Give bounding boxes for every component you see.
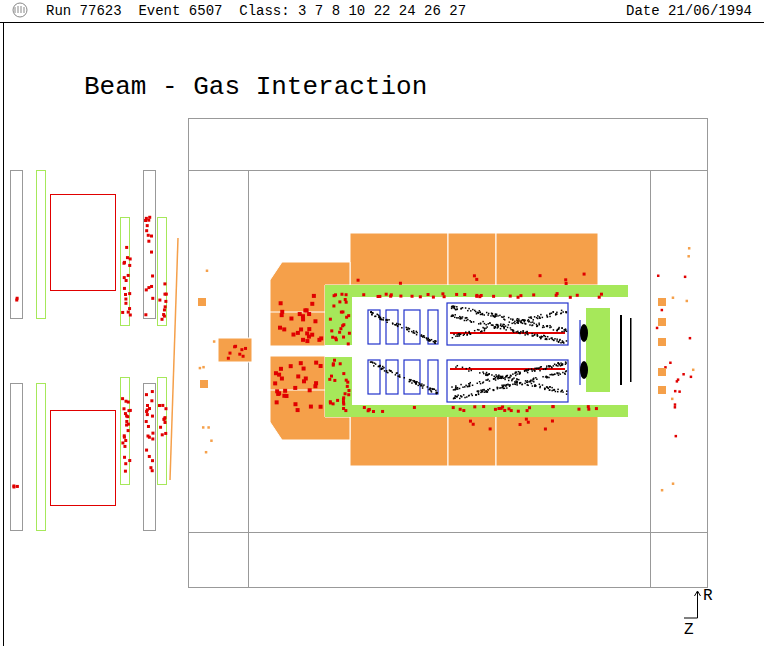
header-rule [0, 22, 764, 23]
axis-label: R [703, 588, 713, 604]
coil [325, 285, 628, 417]
title: Beam - Gas Interaction [84, 74, 427, 100]
hits [12, 216, 694, 492]
calorimeter [218, 233, 598, 466]
frame-line [3, 22, 4, 646]
logo [13, 3, 27, 17]
iron-yoke [188, 119, 708, 588]
date: Date 21/06/1994 [626, 4, 752, 18]
axis [684, 591, 701, 618]
run-info: Run 77623 Event 6507 Class: 3 7 8 10 22 … [46, 4, 466, 18]
tracker [368, 303, 580, 402]
axis-label: Z [684, 622, 694, 638]
backward-chamber [580, 315, 632, 385]
muon-spectrometer [11, 171, 179, 531]
tracker-hits [450, 333, 565, 369]
